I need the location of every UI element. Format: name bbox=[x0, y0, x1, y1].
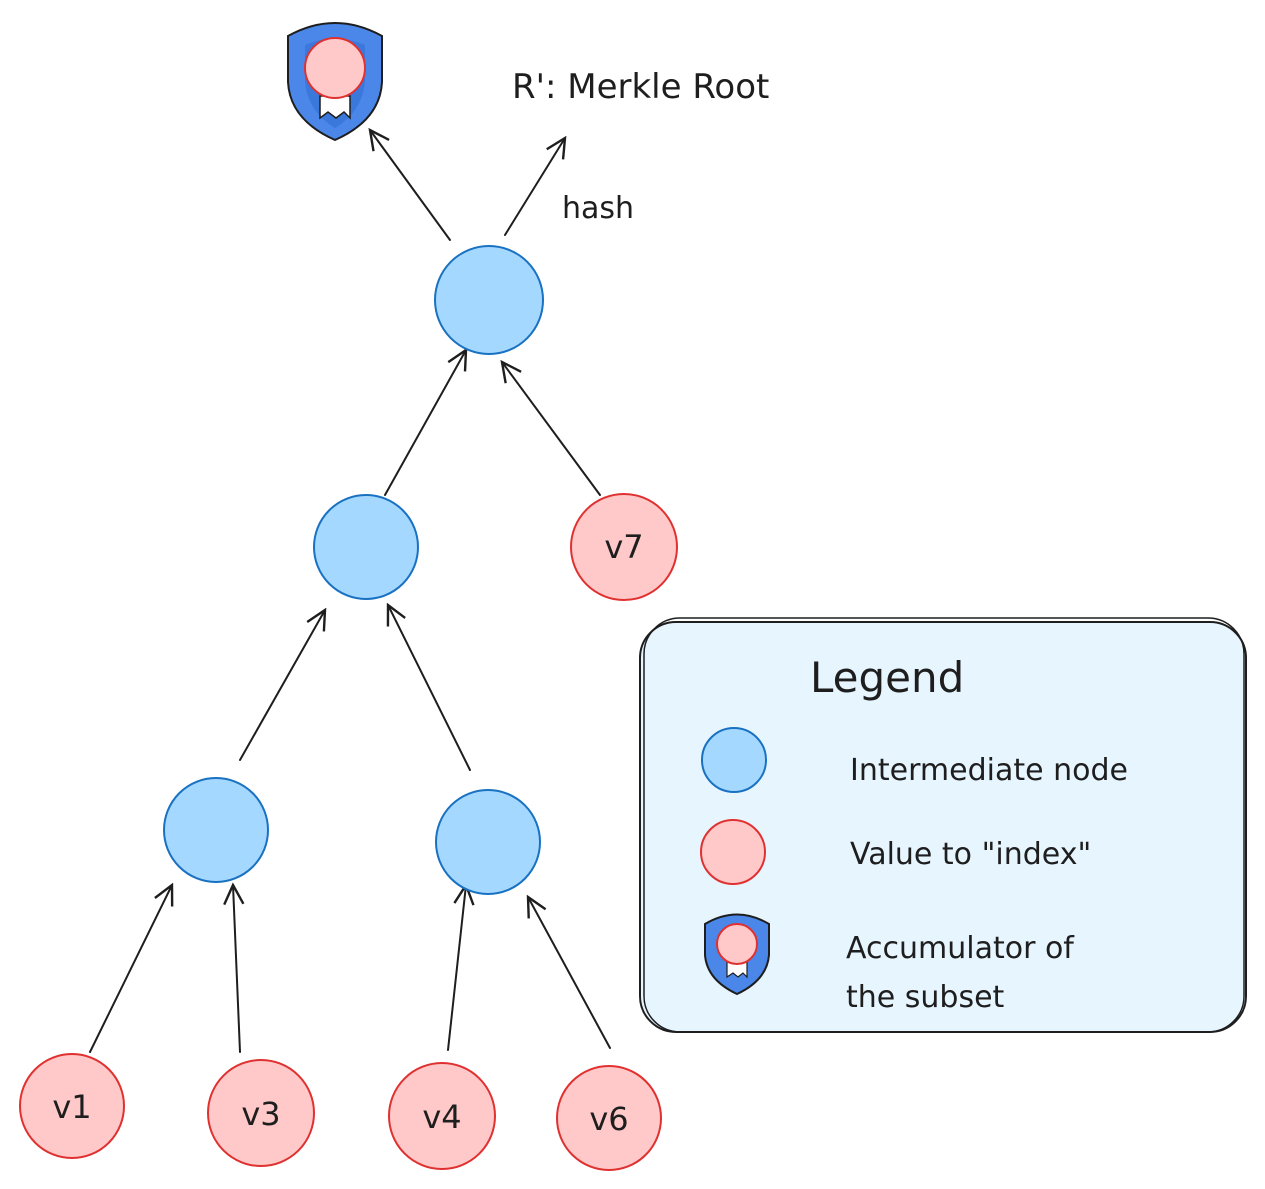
badge-seal-icon bbox=[304, 37, 366, 99]
edge-left-to-mid bbox=[239, 610, 325, 761]
legend-box: Legend Intermediate node Value to "index… bbox=[639, 617, 1247, 1033]
node-mid bbox=[313, 494, 419, 600]
legend-value-label: Value to "index" bbox=[850, 837, 1091, 872]
intermediate-nodes bbox=[163, 245, 544, 895]
edge-root-to-hash bbox=[504, 138, 565, 236]
node-v4: v4 bbox=[388, 1062, 496, 1170]
legend-value-icon bbox=[700, 819, 766, 885]
legend-accumulator-label-line1: Accumulator of bbox=[846, 931, 1075, 966]
legend-accumulator-icon bbox=[704, 913, 770, 996]
node-right bbox=[435, 789, 541, 895]
value-nodes: v7 v1 v3 v4 v6 bbox=[19, 493, 678, 1171]
node-v6-label: v6 bbox=[589, 1100, 628, 1138]
edges bbox=[89, 130, 611, 1053]
node-root bbox=[434, 245, 544, 355]
node-v3-label: v3 bbox=[241, 1095, 280, 1133]
edge-v7-to-root bbox=[502, 362, 601, 496]
edge-mid-to-root bbox=[384, 350, 466, 496]
edge-root-to-badge bbox=[370, 130, 451, 241]
node-v3: v3 bbox=[207, 1059, 315, 1167]
legend-accumulator-label-line2: the subset bbox=[846, 980, 1005, 1015]
node-left bbox=[163, 777, 269, 883]
edge-right-to-mid bbox=[388, 605, 471, 771]
legend-title: Legend bbox=[810, 653, 964, 702]
root-label: R': Merkle Root bbox=[512, 67, 769, 107]
node-v7-label: v7 bbox=[604, 528, 643, 566]
edge-v1-to-left bbox=[89, 885, 172, 1053]
node-v4-label: v4 bbox=[422, 1098, 461, 1136]
edge-v3-to-left bbox=[233, 885, 240, 1053]
edge-v6-to-right bbox=[528, 897, 611, 1049]
hash-label: hash bbox=[562, 191, 634, 226]
legend-intermediate-label: Intermediate node bbox=[850, 753, 1128, 788]
node-v1: v1 bbox=[19, 1053, 125, 1159]
node-v6: v6 bbox=[556, 1065, 662, 1171]
legend-intermediate-icon bbox=[701, 727, 767, 793]
node-v7: v7 bbox=[570, 493, 678, 601]
edge-v4-to-right bbox=[447, 885, 466, 1051]
accumulator-badge bbox=[287, 22, 383, 142]
node-v1-label: v1 bbox=[52, 1088, 91, 1126]
